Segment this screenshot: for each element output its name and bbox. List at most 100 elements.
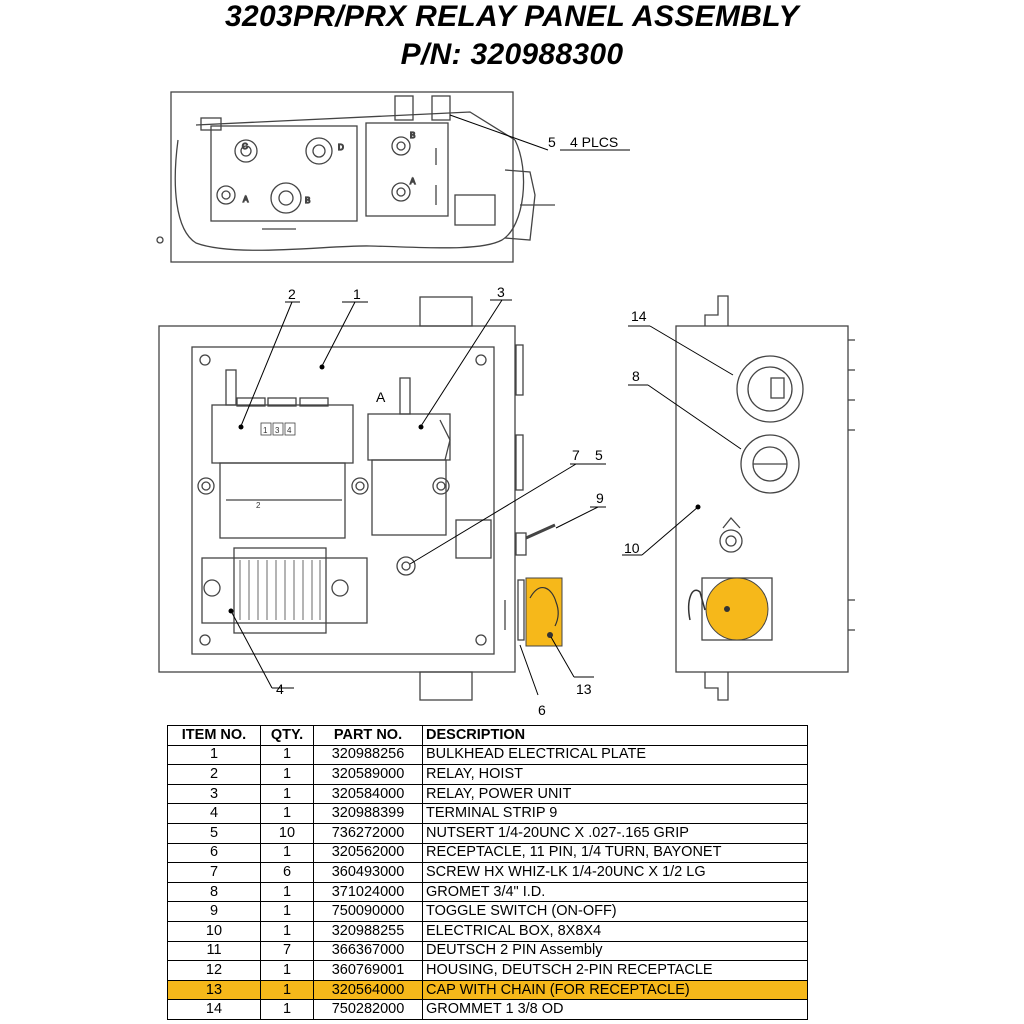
bom-cell-qty: 1 [260, 920, 314, 942]
callout-6: 6 [538, 702, 546, 718]
bom-cell-item: 2 [167, 764, 261, 785]
bom-cell-item: 13 [167, 979, 261, 1001]
bom-cell-description: ELECTRICAL BOX, 8X8X4 [422, 920, 808, 942]
relay-terminal-1: 1 [263, 426, 268, 435]
callout-5-front: 5 [595, 447, 603, 463]
bom-cell-qty: 1 [260, 960, 314, 981]
bom-cell-part: 360493000 [313, 862, 423, 883]
bom-cell-part: 736272000 [313, 822, 423, 844]
bom-header-qty: QTY. [260, 725, 314, 746]
callout-8: 8 [632, 368, 640, 384]
bom-cell-part: 320562000 [313, 842, 423, 864]
front-view [158, 296, 556, 701]
bom-cell-item: 10 [167, 920, 261, 942]
bom-cell-qty: 6 [260, 862, 314, 883]
bom-cell-description: NUTSERT 1/4-20UNC X .027-.165 GRIP [422, 822, 808, 844]
side-view [675, 295, 855, 701]
top-label-d: D [338, 143, 344, 152]
bom-cell-item: 4 [167, 803, 261, 824]
callout-5-top: 5 [548, 134, 556, 150]
bom-cell-qty: 1 [260, 764, 314, 785]
top-label-a2: A [410, 177, 416, 186]
bom-cell-qty: 1 [260, 803, 314, 824]
callout-5-plcs: 4 PLCS [570, 134, 618, 150]
callout-1: 1 [353, 286, 361, 302]
bom-cell-part: 320584000 [313, 783, 423, 805]
callout-13: 13 [576, 681, 592, 697]
bom-cell-part: 320988255 [313, 920, 423, 942]
bom-cell-item: 9 [167, 901, 261, 922]
bom-cell-part: 320988399 [313, 803, 423, 824]
bom-cell-part: 371024000 [313, 881, 423, 903]
top-view [156, 91, 555, 263]
callout-9: 9 [596, 490, 604, 506]
bom-cell-qty: 1 [260, 783, 314, 805]
bom-cell-part: 750282000 [313, 999, 423, 1020]
bom-header-part: PART NO. [313, 725, 423, 746]
bom-cell-description: CAP WITH CHAIN (FOR RECEPTACLE) [422, 979, 808, 1001]
bom-cell-qty: 1 [260, 881, 314, 903]
relay-terminal-3: 3 [275, 426, 280, 435]
bom-cell-description: RELAY, POWER UNIT [422, 783, 808, 805]
bom-cell-description: RECEPTACLE, 11 PIN, 1/4 TURN, BAYONET [422, 842, 808, 864]
bom-cell-qty: 1 [260, 744, 314, 766]
bom-cell-description: RELAY, HOIST [422, 764, 808, 785]
relay-terminals: 1 3 4 [260, 422, 296, 436]
terminal-contacts [239, 560, 321, 620]
bom-cell-item: 7 [167, 862, 261, 883]
top-label-c: C [242, 142, 248, 151]
cap-with-chain-front [525, 577, 563, 647]
top-label-b: B [305, 196, 310, 205]
callout-3: 3 [497, 284, 505, 300]
top-label-a: A [243, 195, 249, 204]
bom-cell-item: 3 [167, 783, 261, 805]
bom-header-description: DESCRIPTION [422, 725, 808, 746]
bom-cell-qty: 7 [260, 940, 314, 962]
bom-cell-item: 11 [167, 940, 261, 962]
bom-cell-description: BULKHEAD ELECTRICAL PLATE [422, 744, 808, 766]
bom-cell-item: 1 [167, 744, 261, 766]
top-label-b2: B [410, 131, 415, 140]
bom-cell-item: 8 [167, 881, 261, 903]
callout-7: 7 [572, 447, 580, 463]
drawing-title: 3203PR/PRX RELAY PANEL ASSEMBLY [225, 0, 799, 33]
bom-cell-item: 14 [167, 999, 261, 1020]
callout-10: 10 [624, 540, 640, 556]
bom-cell-description: GROMMET 1 3/8 OD [422, 999, 808, 1020]
part-number-title: P/N: 320988300 [400, 38, 624, 71]
bom-cell-qty: 1 [260, 901, 314, 922]
callout-14: 14 [631, 308, 647, 324]
relay-label-a: A [376, 389, 386, 405]
bom-cell-description: HOUSING, DEUTSCH 2-PIN RECEPTACLE [422, 960, 808, 981]
bom-cell-qty: 10 [260, 822, 314, 844]
bom-cell-part: 750090000 [313, 901, 423, 922]
bom-cell-item: 6 [167, 842, 261, 864]
bom-cell-qty: 1 [260, 999, 314, 1020]
bom-header-row: ITEM NO. QTY. PART NO. DESCRIPTION [167, 725, 808, 746]
bom-cell-qty: 1 [260, 979, 314, 1001]
bom-cell-item: 12 [167, 960, 261, 981]
callout-2: 2 [288, 286, 296, 302]
bom-cell-description: DEUTSCH 2 PIN Assembly [422, 940, 808, 962]
cap-with-chain-side [688, 577, 769, 641]
relay-body-label: 2 [256, 501, 261, 510]
bom-cell-description: GROMET 3/4" I.D. [422, 881, 808, 903]
bom-cell-part: 360769001 [313, 960, 423, 981]
bom-cell-qty: 1 [260, 842, 314, 864]
bom-cell-part: 320589000 [313, 764, 423, 785]
bom-cell-part: 366367000 [313, 940, 423, 962]
bom-cell-part: 320988256 [313, 744, 423, 766]
bom-cell-description: TERMINAL STRIP 9 [422, 803, 808, 824]
